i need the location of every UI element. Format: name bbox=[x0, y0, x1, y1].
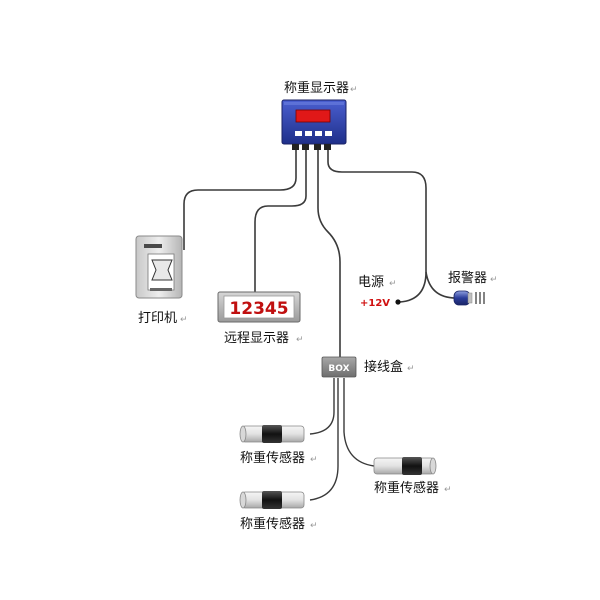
display-key-1 bbox=[295, 131, 302, 136]
alarm-label-mark: ↵ bbox=[490, 275, 498, 285]
printer-label: 打印机 bbox=[138, 311, 177, 326]
power-voltage: +12V bbox=[360, 298, 390, 309]
power-label: 电源 bbox=[358, 275, 384, 290]
display-label-mark: ↵ bbox=[350, 85, 358, 95]
junction-box-label: 接线盒 bbox=[364, 359, 403, 375]
remote-display-readout: 12345 bbox=[229, 299, 288, 319]
wire-to-sensor-1 bbox=[309, 378, 335, 435]
alarm-label: 报警器 bbox=[448, 270, 487, 286]
junction-box-label-mark: ↵ bbox=[407, 364, 415, 374]
remote-display-label-mark: ↵ bbox=[296, 335, 304, 345]
junction-box bbox=[321, 356, 357, 378]
wire-to-alarm bbox=[425, 271, 457, 299]
sensor-1-label-mark: ↵ bbox=[310, 455, 318, 465]
printer-label-mark: ↵ bbox=[180, 315, 188, 325]
wire-to-sensor-2 bbox=[309, 378, 339, 501]
power-label-mark: ↵ bbox=[389, 279, 397, 289]
power-terminal bbox=[395, 299, 401, 305]
wires bbox=[183, 150, 457, 501]
sensor-3-label: 称重传感器 bbox=[374, 480, 439, 496]
remote-display-label: 远程显示器 bbox=[224, 331, 289, 346]
wire-to-power bbox=[399, 271, 427, 303]
load-sensor-2 bbox=[239, 491, 305, 509]
sensor-2-label: 称重传感器 bbox=[240, 516, 305, 532]
printer bbox=[135, 235, 183, 299]
remote-display bbox=[217, 291, 301, 323]
wire-to-printer bbox=[183, 150, 297, 250]
sensor-3-label-mark: ↵ bbox=[444, 485, 452, 495]
alarm bbox=[453, 290, 485, 306]
display-key-2 bbox=[305, 131, 312, 136]
display-key-3 bbox=[315, 131, 322, 136]
load-sensor-1 bbox=[239, 425, 305, 443]
weighing-display-label: 称重显示器 bbox=[284, 80, 349, 96]
junction-box-text: BOX bbox=[328, 364, 349, 374]
sensor-2-label-mark: ↵ bbox=[310, 521, 318, 531]
wire-to-remote-display bbox=[254, 150, 307, 296]
display-key-4 bbox=[325, 131, 332, 136]
wire-to-power-alarm bbox=[327, 150, 427, 272]
weighing-display bbox=[281, 99, 347, 150]
sensor-1-label: 称重传感器 bbox=[240, 450, 305, 466]
wire-to-sensor-3 bbox=[343, 378, 375, 467]
display-screen bbox=[295, 109, 331, 123]
load-sensor-3 bbox=[373, 457, 437, 475]
wire-to-junction-box bbox=[317, 150, 341, 357]
